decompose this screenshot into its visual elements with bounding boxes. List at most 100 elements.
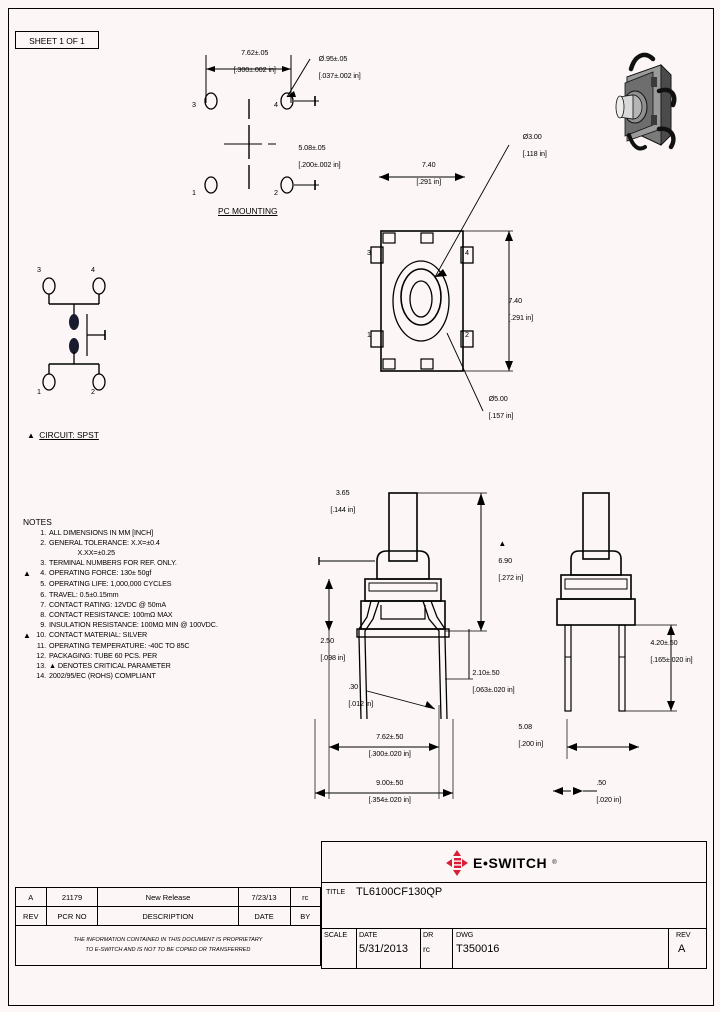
standoff-dim: 2.10±.50 [.063±.020 in]: [472, 668, 515, 695]
top-view: 7.40 [.291 in] 7.40 [.291 in] 3 4 1 2: [361, 121, 551, 421]
revision-cell: rc: [289, 887, 322, 907]
body-height-dim: 2.50 [.098 in]: [320, 636, 346, 663]
pc-pad-3: 3: [192, 100, 196, 109]
revision-header-cell: DATE: [237, 906, 291, 926]
note-number: 8.: [40, 609, 46, 619]
note-number: 14.: [36, 671, 46, 681]
note-item: ▲10.CONTACT MATERIAL: SILVER: [23, 629, 273, 640]
note-item: 7.CONTACT RATING: 12VDC @ 50mA: [23, 599, 273, 609]
sheet-label-box: SHEET 1 OF 1: [15, 31, 99, 49]
lead-span-dim: 9.00±.50 [.354±.020 in]: [368, 778, 411, 805]
top-terminal-4: 4: [465, 248, 469, 257]
note-number: 5.: [40, 579, 46, 589]
revision-cell: 21179: [45, 887, 99, 907]
revision-cell: A: [15, 887, 47, 907]
dr-field: DR rc: [420, 928, 453, 968]
note-item: 2.GENERAL TOLERANCE: X.X=±0.4: [23, 538, 273, 548]
note-number: 13.: [36, 661, 46, 670]
top-terminal-1: 1: [367, 330, 371, 339]
note-item: 9.INSULATION RESISTANCE: 100MΩ MIN @ 100…: [23, 619, 273, 629]
note-number: 3.: [40, 558, 46, 568]
pc-mounting-view: 7.62±.05 [.300±.002 in] 5.08±.05 [.200±.…: [184, 41, 359, 231]
logo-row: E•SWITCH ®: [322, 842, 706, 883]
critical-triangle-icon: ▲: [23, 569, 31, 579]
dwg-value: T350016: [456, 943, 500, 955]
revision-header-cell: PCR NO: [45, 906, 99, 926]
circuit-terminal-2: 2: [91, 387, 95, 396]
scale-field: SCALE: [322, 928, 357, 968]
note-item: 3.TERMINAL NUMBERS FOR REF. ONLY.: [23, 558, 273, 568]
title-block: E•SWITCH ® TITLE TL6100CF130QP SCALE DAT…: [321, 841, 707, 969]
note-item: 1.ALL DIMENSIONS IN MM [INCH]: [23, 528, 273, 538]
pc-mounting-drawing: [204, 55, 319, 194]
critical-triangle-icon: ▲: [27, 431, 35, 440]
note-number: 12.: [36, 650, 46, 660]
date-field: DATE 5/31/2013: [356, 928, 421, 968]
note-text: CONTACT MATERIAL: SILVER: [49, 629, 148, 639]
eswitch-logo-icon: [446, 850, 468, 876]
circuit-terminal-3: 3: [37, 265, 41, 274]
note-text: 2002/95/EC (ROHS) COMPLIANT: [49, 671, 156, 681]
critical-triangle-icon: ▲: [23, 630, 31, 640]
dr-value: rc: [423, 944, 430, 954]
note-number: 7.: [40, 599, 46, 609]
note-text: CONTACT RESISTANCE: 100mΩ MAX: [49, 609, 173, 619]
fields-row: SCALE DATE 5/31/2013 DR rc DWG T350016 R…: [322, 928, 706, 968]
dr-label: DR: [423, 930, 434, 939]
title-value: TL6100CF130QP: [356, 886, 443, 898]
note-text: CONTACT RATING: 12VDC @ 50mA: [49, 599, 167, 609]
note-text: TERMINAL NUMBERS FOR REF. ONLY.: [49, 558, 177, 568]
notes-block: NOTES 1.ALL DIMENSIONS IN MM [INCH]2.GEN…: [23, 517, 273, 682]
lead-width-dim: .50 [.020 in]: [596, 778, 622, 805]
proprietary-line-2: TO E-SWITCH AND IS NOT TO BE COPIED OR T…: [85, 946, 251, 953]
note-text: OPERATING TEMPERATURE: -40C TO 85C: [49, 640, 190, 650]
end-view: 4.20±.50 [.165±.020 in] 5.08 [.200 in] .…: [518, 479, 709, 809]
title-row: TITLE TL6100CF130QP: [322, 882, 706, 929]
note-item: 11.OPERATING TEMPERATURE: -40C TO 85C: [23, 640, 273, 650]
proprietary-line-1: THE INFORMATION CONTAINED IN THIS DOCUME…: [73, 937, 263, 943]
lead-pitch-end-dim: 5.08 [.200 in]: [518, 722, 544, 749]
top-view-drawing: [370, 144, 513, 412]
dwg-field: DWG T350016: [452, 928, 669, 968]
circuit-terminal-1: 1: [37, 387, 41, 396]
rev-field: REV A: [668, 928, 706, 968]
note-item: 6.TRAVEL: 0.5±0.15mm: [23, 590, 273, 599]
pc-hole-dia-callout: Ø.95±.05 [.037±.002 in]: [318, 54, 361, 81]
lead-length-dim: 4.20±.50 [.165±.020 in]: [650, 638, 693, 665]
notes-list: 1.ALL DIMENSIONS IN MM [INCH]2.GENERAL T…: [23, 528, 273, 681]
pc-pad-1: 1: [192, 188, 196, 197]
boss-dia-callout: Ø5.00 [.157 in]: [488, 394, 514, 421]
circuit-drawing: [42, 277, 106, 391]
date-label: DATE: [359, 930, 378, 939]
note-text: ALL DIMENSIONS IN MM [INCH]: [49, 528, 154, 538]
note-item: 5.OPERATING LIFE: 1,000,000 CYCLES: [23, 579, 273, 589]
circuit-label-row: ▲ CIRCUIT: SPST: [27, 425, 99, 443]
rev-label: REV: [676, 930, 691, 939]
rev-value: A: [678, 943, 686, 955]
note-item: 14.2002/95/EC (ROHS) COMPLIANT: [23, 671, 273, 681]
note-number: 4.: [40, 568, 46, 578]
plunger-height-dim: 3.65 [.144 in]: [330, 488, 356, 515]
revision-cell: New Release: [97, 887, 239, 907]
pc-width-dim: 7.62±.05 [.300±.002 in]: [233, 48, 276, 75]
end-view-drawing: [553, 492, 677, 795]
revision-cell: 7/23/13: [237, 887, 291, 907]
dwg-label: DWG: [456, 930, 474, 939]
drawing-sheet: SHEET 1 OF 1: [8, 8, 714, 1006]
top-height-dim: 7.40 [.291 in]: [508, 296, 534, 323]
lead-pitch-dim: 7.62±.50 [.300±.020 in]: [368, 732, 411, 759]
note-text: PACKAGING: TUBE 60 PCS. PER: [49, 650, 158, 660]
note-number: 2.: [40, 538, 46, 548]
circuit-terminal-4: 4: [91, 265, 95, 274]
note-item: 12.PACKAGING: TUBE 60 PCS. PER: [23, 650, 273, 660]
product-photo: [609, 47, 689, 167]
critical-triangle-icon: ▲: [498, 539, 507, 549]
revision-header-cell: REV: [15, 906, 47, 926]
note-number: 11.: [36, 640, 46, 650]
note-text: GENERAL TOLERANCE: X.X=±0.4: [49, 538, 160, 548]
note-number: 9.: [40, 619, 46, 629]
note-text: INSULATION RESISTANCE: 100MΩ MIN @ 100VD…: [49, 619, 218, 629]
top-width-dim: 7.40 [.291 in]: [416, 160, 442, 187]
note-text: OPERATING FORCE: 130± 50gf: [49, 568, 152, 578]
